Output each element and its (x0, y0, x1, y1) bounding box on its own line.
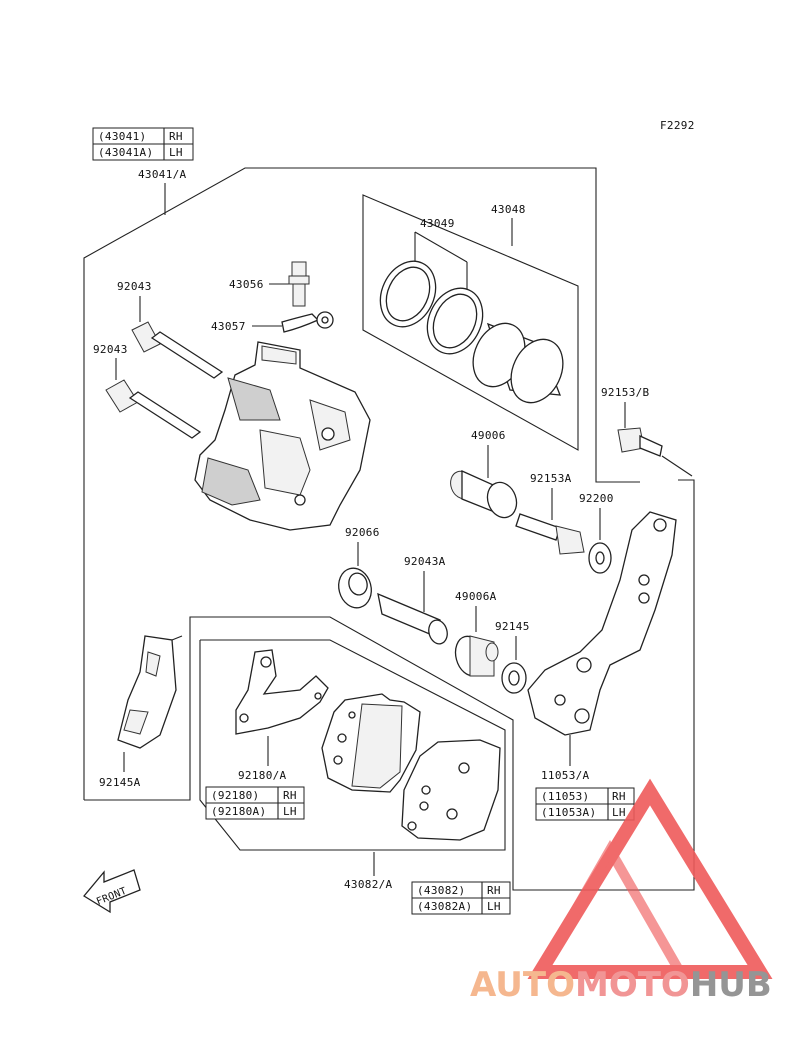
label-pin-a: 92043A (404, 555, 446, 568)
table-cell: RH (487, 884, 501, 897)
brake-pad-2 (401, 739, 501, 841)
bleeder-cap (281, 311, 334, 333)
boot-a (454, 635, 499, 677)
slide-pin-lower (105, 379, 202, 439)
table-cell: LH (487, 900, 501, 913)
label-washer: 92200 (579, 492, 614, 505)
watermark-part-1: AUTO (470, 965, 575, 1005)
piston (472, 322, 564, 404)
table-cell: (11053) (541, 790, 589, 803)
pads-table: (43082) RH (43082A) LH (411, 881, 511, 915)
shim-table: (92180) RH (92180A) LH (205, 786, 305, 820)
watermark-part-3: HUB (690, 965, 772, 1005)
label-bracket-assy: 11053/A (541, 769, 590, 782)
boot (450, 469, 518, 519)
label-pin-upper: 92043 (117, 280, 152, 293)
table-cell: (43041A) (98, 146, 153, 159)
label-boot-a: 49006A (455, 590, 497, 603)
slide-pin-upper (131, 321, 224, 379)
label-pin-lower: 92043 (93, 343, 128, 356)
pad-spring (117, 635, 183, 749)
caliper-table: (43041) RH (43041A) LH (92, 127, 194, 161)
bolt-a (515, 513, 585, 555)
label-caliper-assy: 43041/A (138, 168, 187, 181)
label-washer-b: 92145 (495, 620, 530, 633)
table-cell: (43082) (417, 884, 465, 897)
table-cell: (43041) (98, 130, 146, 143)
label-bleeder: 43056 (229, 278, 264, 291)
watermark-logo: AUTOMOTOHUB (470, 778, 773, 1005)
seal-ring-1 (379, 260, 437, 328)
slide-pin-a (377, 592, 448, 645)
label-cap: 43057 (211, 320, 246, 333)
label-shim: 92180/A (238, 769, 287, 782)
washer (588, 542, 612, 574)
brake-pad-1 (321, 693, 421, 793)
bleeder-screw (288, 261, 310, 307)
label-pad-assy: 43082/A (344, 878, 393, 891)
caliper-frame (83, 167, 695, 891)
table-cell: (11053A) (541, 806, 596, 819)
pads-box (199, 639, 506, 851)
seal-kit-box (362, 194, 579, 451)
figure-code: F2292 (660, 119, 695, 132)
label-spring: 92145A (99, 776, 141, 789)
table-cell: RH (283, 789, 297, 802)
table-cell: (92180A) (211, 805, 266, 818)
caliper-body (194, 341, 371, 531)
front-arrow-icon: FRONT (83, 869, 141, 914)
label-seal-kit: 43048 (491, 203, 526, 216)
pad-shim (235, 649, 329, 735)
label-bolt-a: 92153A (530, 472, 572, 485)
label-seal: 43049 (420, 217, 455, 230)
table-cell: LH (283, 805, 297, 818)
table-cell: RH (612, 790, 626, 803)
table-cell: LH (612, 806, 626, 819)
bolt-b (617, 427, 663, 457)
watermark-part-2: MOTO (575, 965, 690, 1005)
label-seal-ring: 92066 (345, 526, 380, 539)
bracket-table: (11053) RH (11053A) LH (535, 787, 635, 821)
seal-ring (338, 567, 372, 609)
table-cell: (92180) (211, 789, 259, 802)
caliper-bracket (527, 511, 677, 736)
label-bolt-b: 92153/B (601, 386, 650, 399)
table-cell: LH (169, 146, 183, 159)
table-cell: (43082A) (417, 900, 472, 913)
seal-ring-2 (426, 287, 484, 355)
table-cell: RH (169, 130, 183, 143)
label-boot: 49006 (471, 429, 506, 442)
washer-b (501, 662, 527, 694)
svg-text:AUTOMOTOHUB: AUTOMOTOHUB (470, 965, 772, 1005)
